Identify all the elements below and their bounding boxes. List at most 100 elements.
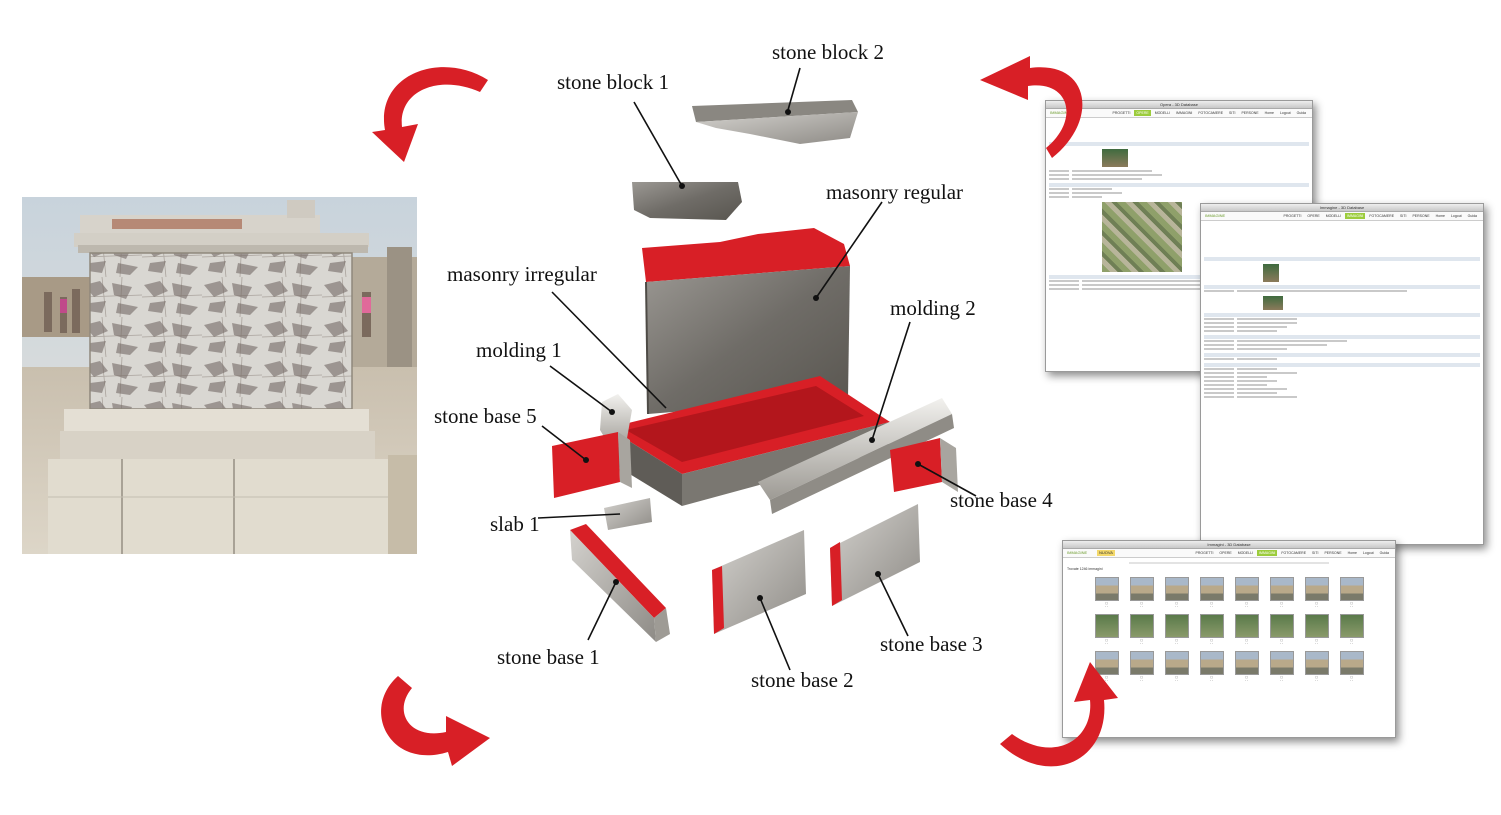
label-molding-1: molding 1 (476, 338, 562, 362)
menu-item-active[interactable]: IMMAGINI (1257, 550, 1278, 556)
label-stone-base-2: stone base 2 (751, 668, 854, 692)
section-header (1049, 275, 1309, 279)
gallery-item[interactable]: ▢- - (1093, 651, 1120, 682)
menu-item[interactable]: MODELLI (1154, 111, 1171, 115)
menu-item[interactable]: MODELLI (1237, 551, 1254, 555)
window-nav: IMMAGINE PROGETTI OPERE MODELLI IMMAGINI… (1201, 212, 1483, 221)
gallery-item[interactable]: ▢- - (1303, 651, 1330, 682)
database-window-gallery: Immagini - 3D Database IMMAGINE NUOVA PR… (1062, 540, 1396, 738)
menu-item-active[interactable]: IMMAGINI (1345, 213, 1366, 219)
menu-item[interactable]: PERSONE (1241, 111, 1259, 115)
menu-item[interactable]: PROGETTI (1112, 111, 1131, 115)
label-stone-block-1: stone block 1 (557, 70, 669, 94)
gallery-item[interactable]: ▢- - (1163, 577, 1190, 608)
menu-item[interactable]: PROGETTI (1283, 214, 1302, 218)
menu-item[interactable]: Home (1347, 551, 1357, 555)
menu-item[interactable]: FOTOCAMERE (1369, 214, 1395, 218)
menu-item[interactable]: Home (1435, 214, 1445, 218)
menu-item[interactable]: SITI (1312, 551, 1319, 555)
menu-item[interactable]: SITI (1400, 214, 1407, 218)
gallery-item[interactable]: ▢- - (1093, 577, 1120, 608)
label-stone-base-1: stone base 1 (497, 645, 600, 669)
menu-item[interactable]: Guida (1379, 551, 1389, 555)
menu-item[interactable]: PERSONE (1412, 214, 1430, 218)
label-stone-base-5: stone base 5 (434, 404, 537, 428)
filter-bar (1066, 562, 1392, 565)
window-title: Immagini - 3D Database (1063, 541, 1395, 549)
menu-item[interactable]: Logout (1279, 111, 1291, 115)
gallery-item[interactable]: ▢- - (1128, 577, 1155, 608)
site-map-image (1102, 202, 1182, 272)
gallery-item[interactable]: ▢- - (1303, 614, 1330, 645)
label-slab-1: slab 1 (490, 512, 540, 536)
menu-item[interactable]: OPERE (1307, 214, 1320, 218)
gallery-item[interactable]: ▢- - (1268, 577, 1295, 608)
label-stone-block-2: stone block 2 (772, 40, 884, 64)
section-header (1049, 142, 1309, 146)
stone-base-3-shape (830, 504, 920, 606)
menu-item[interactable]: SITI (1229, 111, 1236, 115)
menu-item[interactable]: MODELLI (1325, 214, 1342, 218)
section-header (1049, 183, 1309, 187)
gallery-item[interactable]: ▢- - (1198, 651, 1225, 682)
label-stone-base-4: stone base 4 (950, 488, 1053, 512)
nav-menu: PROGETTI OPERE MODELLI IMMAGINI FOTOCAME… (1282, 213, 1479, 219)
gallery-item[interactable]: ▢- - (1198, 614, 1225, 645)
menu-item[interactable]: PERSONE (1324, 551, 1342, 555)
menu-item-active[interactable]: OPERE (1134, 110, 1151, 116)
gallery-item[interactable]: ▢- - (1268, 651, 1295, 682)
menu-item[interactable]: Guida (1296, 111, 1306, 115)
stone-base-2-shape (712, 530, 806, 634)
nav-menu: PROGETTI OPERE MODELLI IMMAGINI FOTOCAME… (1111, 110, 1308, 116)
gallery-item[interactable]: ▢- - (1163, 651, 1190, 682)
window-nav: IMMAGINE PROGETTI OPERE MODELLI IMMAGINI… (1046, 109, 1312, 118)
menu-item[interactable]: OPERE (1219, 551, 1232, 555)
menu-item[interactable]: FOTOCAMERE (1198, 111, 1224, 115)
brand-label: IMMAGINE (1050, 110, 1071, 115)
result-count: Trovate 1246 immagini (1067, 567, 1103, 571)
label-molding-2: molding 2 (890, 296, 976, 320)
menu-item[interactable]: PROGETTI (1195, 551, 1214, 555)
label-masonry-irregular: masonry irregular (447, 262, 597, 286)
gallery-item[interactable]: ▢- - (1338, 577, 1365, 608)
gallery-item[interactable]: ▢- - (1303, 577, 1330, 608)
masonry-block-shape (642, 228, 850, 415)
brand-label: IMMAGINE (1067, 550, 1088, 555)
gallery-item[interactable]: ▢- - (1093, 614, 1120, 645)
gallery-item[interactable]: ▢- - (1233, 651, 1260, 682)
slab-1-shape (604, 498, 652, 530)
nav-menu: PROGETTI OPERE MODELLI IMMAGINI FOTOCAME… (1194, 550, 1391, 556)
gallery-item[interactable]: ▢- - (1268, 614, 1295, 645)
monument-photo (22, 197, 417, 554)
exploded-model-diagram (420, 30, 1040, 710)
menu-item[interactable]: FOTOCAMERE (1281, 551, 1307, 555)
molding-2-shape (758, 398, 954, 514)
label-stone-base-3: stone base 3 (880, 632, 983, 656)
stone-base-5-shape (552, 432, 632, 498)
thumbnail (1263, 296, 1283, 310)
menu-item[interactable]: Logout (1450, 214, 1462, 218)
menu-item[interactable]: Guida (1467, 214, 1477, 218)
new-tab[interactable]: NUOVA (1097, 550, 1115, 556)
gallery-item[interactable]: ▢- - (1338, 651, 1365, 682)
database-window-immagine: Immagine - 3D Database IMMAGINE PROGETTI… (1200, 203, 1484, 545)
label-masonry-regular: masonry regular (826, 180, 964, 204)
gallery-item[interactable]: ▢- - (1128, 651, 1155, 682)
window-nav: IMMAGINE NUOVA PROGETTI OPERE MODELLI IM… (1063, 549, 1395, 558)
gallery-item[interactable]: ▢- - (1128, 614, 1155, 645)
thumbnail (1263, 264, 1279, 282)
gallery-item[interactable]: ▢- - (1198, 577, 1225, 608)
gallery-item[interactable]: ▢- - (1233, 614, 1260, 645)
menu-item[interactable]: IMMAGINI (1176, 111, 1193, 115)
stone-block-2-shape (692, 100, 858, 144)
gallery-item[interactable]: ▢- - (1233, 577, 1260, 608)
gallery-item[interactable]: ▢- - (1163, 614, 1190, 645)
window-title: Opera - 3D Database (1046, 101, 1312, 109)
menu-item[interactable]: Home (1264, 111, 1274, 115)
brand-label: IMMAGINE (1205, 213, 1226, 218)
thumbnail (1102, 149, 1128, 167)
window-title: Immagine - 3D Database (1201, 204, 1483, 212)
menu-item[interactable]: Logout (1362, 551, 1374, 555)
image-grid: ▢- - ▢- - ▢- - ▢- - ▢- - ▢- - ▢- - ▢- - … (1063, 573, 1395, 682)
gallery-item[interactable]: ▢- - (1338, 614, 1365, 645)
